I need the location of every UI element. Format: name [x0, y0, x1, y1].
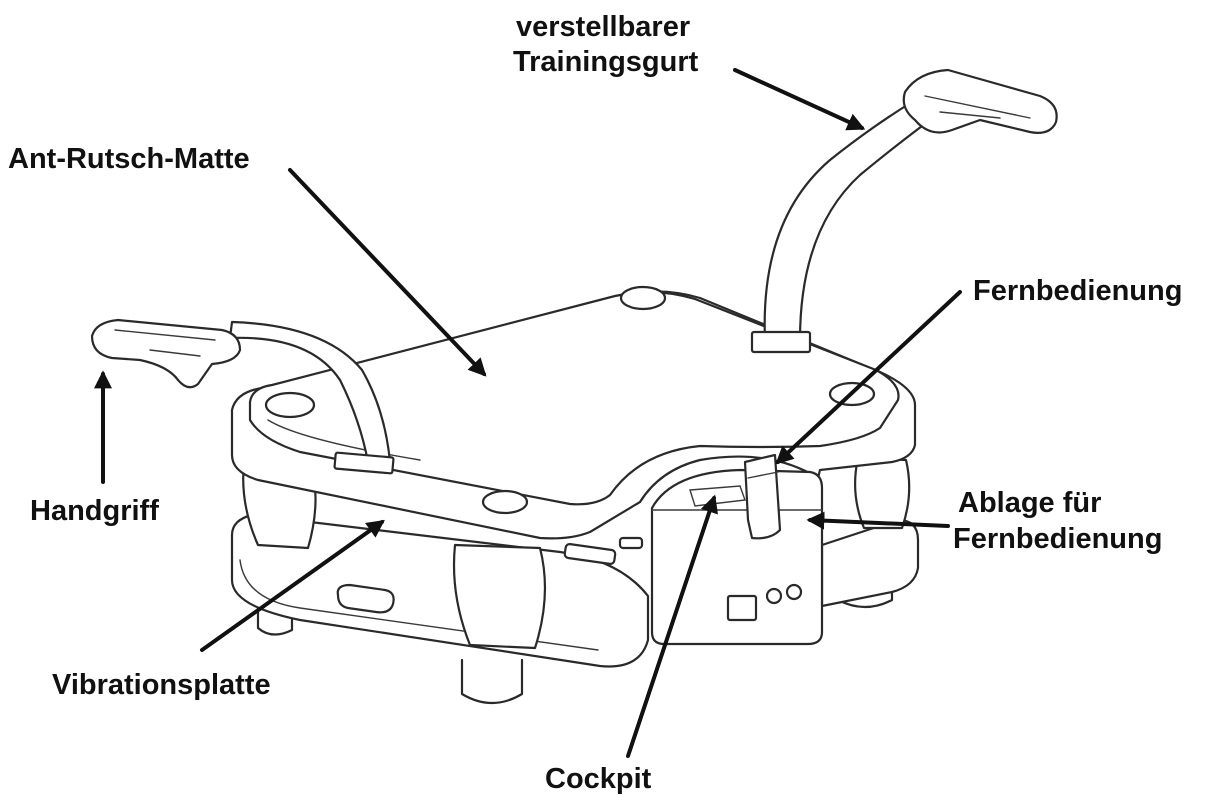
arrow-trainingsgurt — [733, 68, 866, 131]
label-vibrationsplatte: Vibrationsplatte — [52, 669, 271, 701]
label-fernbedienung: Fernbedienung — [973, 275, 1183, 307]
arrow-ablage — [806, 511, 950, 530]
label-trainingsgurt-line1: verstellbarer — [516, 11, 691, 43]
label-ablage-line2: Fernbedienung — [953, 523, 1163, 555]
label-ablage-line1: Ablage für — [958, 487, 1102, 519]
label-trainingsgurt-line2: Trainingsgurt — [513, 46, 699, 78]
arrow-matte — [288, 168, 487, 377]
arrow-vibrationsplatte — [200, 519, 385, 652]
label-cockpit: Cockpit — [545, 763, 652, 795]
cockpit-box — [650, 453, 824, 646]
leader-arrows — [94, 68, 962, 758]
arrow-fernbedienung — [775, 290, 962, 465]
label-handgriff: Handgriff — [30, 495, 159, 527]
arrow-cockpit — [626, 494, 718, 758]
label-matte: Ant-Rutsch-Matte — [8, 143, 250, 175]
platform — [230, 285, 917, 614]
left-strap — [90, 318, 395, 475]
right-strap — [750, 68, 1058, 354]
